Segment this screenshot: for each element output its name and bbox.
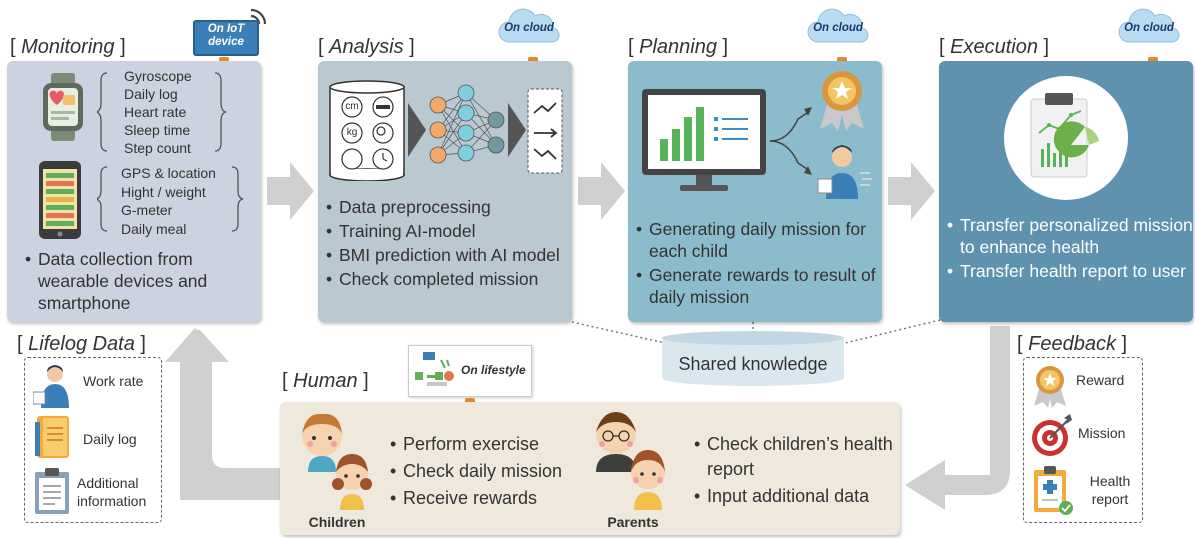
arrow-planning-to-execution [888, 162, 935, 220]
feedback-item: Reward [1076, 372, 1125, 388]
lifestyle-icon [415, 352, 454, 386]
planning-bullet: Generating daily mission for each child [636, 218, 880, 262]
reward-medal-icon [820, 71, 864, 131]
mission-target-icon [1032, 414, 1072, 456]
feedback-item: Health report [1089, 473, 1131, 507]
execution-plug [1148, 57, 1158, 63]
analysis-bullet: BMI prediction with AI model [326, 244, 570, 266]
parents-label: Parents [607, 514, 659, 530]
data-cylinder-icon [329, 80, 405, 181]
planning-panel: Generating daily mission for each child … [628, 61, 882, 322]
children-bullet: Check daily mission [390, 459, 590, 484]
feedback-box: Reward Mission Health report [1023, 357, 1143, 523]
planning-bullet: Generate rewards to result of daily miss… [636, 264, 880, 308]
watch-item: Sleep time [124, 122, 191, 138]
feedback-item: Mission [1078, 425, 1126, 441]
monitoring-bullets: Data collection from wearable devices an… [25, 248, 257, 316]
monitoring-bullet: Data collection from wearable devices an… [25, 248, 257, 314]
daily-log-icon [35, 416, 69, 458]
lifelog-arrow-head [165, 328, 225, 362]
analysis-plug [528, 57, 538, 63]
watch-item: Step count [124, 140, 191, 156]
branch-arrows [769, 107, 812, 175]
watch-item: Gyroscope [124, 68, 192, 84]
dotted-link-analysis [571, 321, 666, 344]
smartphone-icon [39, 161, 81, 239]
lifestyle-badge: On lifestyle [408, 345, 532, 397]
brace-phone [97, 166, 244, 232]
phone-item: GPS & location [121, 165, 216, 181]
human-plug [465, 398, 475, 404]
lifelog-arrow-shaft [180, 360, 210, 490]
arrow-human-to-monitoring [188, 330, 280, 475]
execution-title: [ Execution ] [939, 36, 1050, 58]
analysis-panel: cm kg Data preprocessing Training AI-mod… [318, 61, 572, 322]
children-icon [302, 413, 372, 510]
child-tablet-icon [817, 145, 872, 199]
arrow-execution-to-human [905, 326, 1010, 510]
analysis-bullet: Check completed mission [326, 268, 570, 290]
analysis-bullet: Data preprocessing [326, 196, 570, 218]
execution-panel: Transfer personalized mission to enhance… [939, 61, 1193, 322]
lifestyle-label: On lifestyle [461, 363, 526, 377]
lifelog-item: Additional information [77, 475, 147, 509]
parents-icon [596, 412, 665, 510]
monitoring-title: [ Monitoring ] [10, 36, 126, 58]
parents-bullet: Input additional data [694, 484, 894, 509]
watch-item: Daily log [124, 86, 178, 102]
parents-bullet: Check children’s health report [694, 432, 894, 482]
children-bullet: Perform exercise [390, 432, 590, 457]
report-clipboard-icon [1004, 76, 1128, 200]
arrow-monitoring-to-analysis [267, 162, 314, 220]
planning-plug [837, 57, 847, 63]
health-report-icon [1034, 466, 1073, 515]
execution-cloud-icon: On cloud [1117, 8, 1181, 46]
analysis-bullet: Training AI-model [326, 220, 570, 242]
dotted-link-execution [844, 319, 941, 344]
analysis-bullets: Data preprocessing Training AI-model BMI… [326, 196, 570, 292]
additional-info-icon [35, 468, 69, 514]
execution-bullet: Transfer personalized mission to enhance… [947, 214, 1193, 258]
monitoring-panel: Gyroscope Daily log Heart rate Sleep tim… [7, 61, 261, 322]
phone-items: GPS & location Hight / weight G-meter Da… [121, 164, 216, 238]
watch-items: Gyroscope Daily log Heart rate Sleep tim… [124, 67, 192, 157]
work-rate-icon [33, 365, 69, 408]
shared-knowledge-cylinder [662, 331, 844, 386]
arrow-analysis-to-planning [578, 162, 625, 220]
phone-item: Hight / weight [121, 183, 206, 200]
planning-title: [ Planning ] [628, 36, 729, 58]
children-bullets: Perform exercise Check daily mission Rec… [390, 432, 590, 513]
execution-bullets: Transfer personalized mission to enhance… [947, 214, 1193, 284]
execution-bullet: Transfer health report to user [947, 260, 1193, 282]
reward-icon [1034, 366, 1066, 408]
children-bullet: Receive rewards [390, 486, 590, 511]
feedback-title: [ Feedback ] [1017, 333, 1128, 355]
human-panel: Children Perform exercise Check daily mi… [280, 402, 900, 535]
phone-item: Daily meal [121, 220, 187, 237]
analysis-title: [ Analysis ] [318, 36, 415, 58]
lifelog-item: Work rate [83, 373, 144, 389]
smartwatch-icon [43, 73, 83, 141]
brace-watch [97, 72, 227, 152]
neural-network-icon [408, 84, 563, 174]
phone-item: G-meter [121, 202, 173, 218]
children-label: Children [308, 514, 366, 530]
watch-item: Heart rate [124, 104, 187, 120]
kg-label: kg [346, 127, 358, 138]
human-title: [ Human ] [282, 370, 369, 392]
parents-bullets: Check children’s health report Input add… [694, 432, 894, 511]
monitoring-plug [219, 57, 229, 63]
lifelog-box: Work rate Daily log Additional informati… [24, 357, 162, 523]
planning-cloud-icon: On cloud [806, 8, 870, 46]
lifelog-arrow-base [180, 470, 280, 500]
shared-knowledge-label: Shared knowledge [678, 354, 828, 374]
lifelog-item: Daily log [83, 431, 137, 447]
planning-bullets: Generating daily mission for each child … [636, 218, 880, 310]
monitor-chart-icon [642, 89, 766, 191]
cm-label: cm [345, 101, 359, 112]
lifelog-title: [ Lifelog Data ] [17, 333, 146, 355]
analysis-cloud-icon: On cloud [497, 8, 561, 46]
